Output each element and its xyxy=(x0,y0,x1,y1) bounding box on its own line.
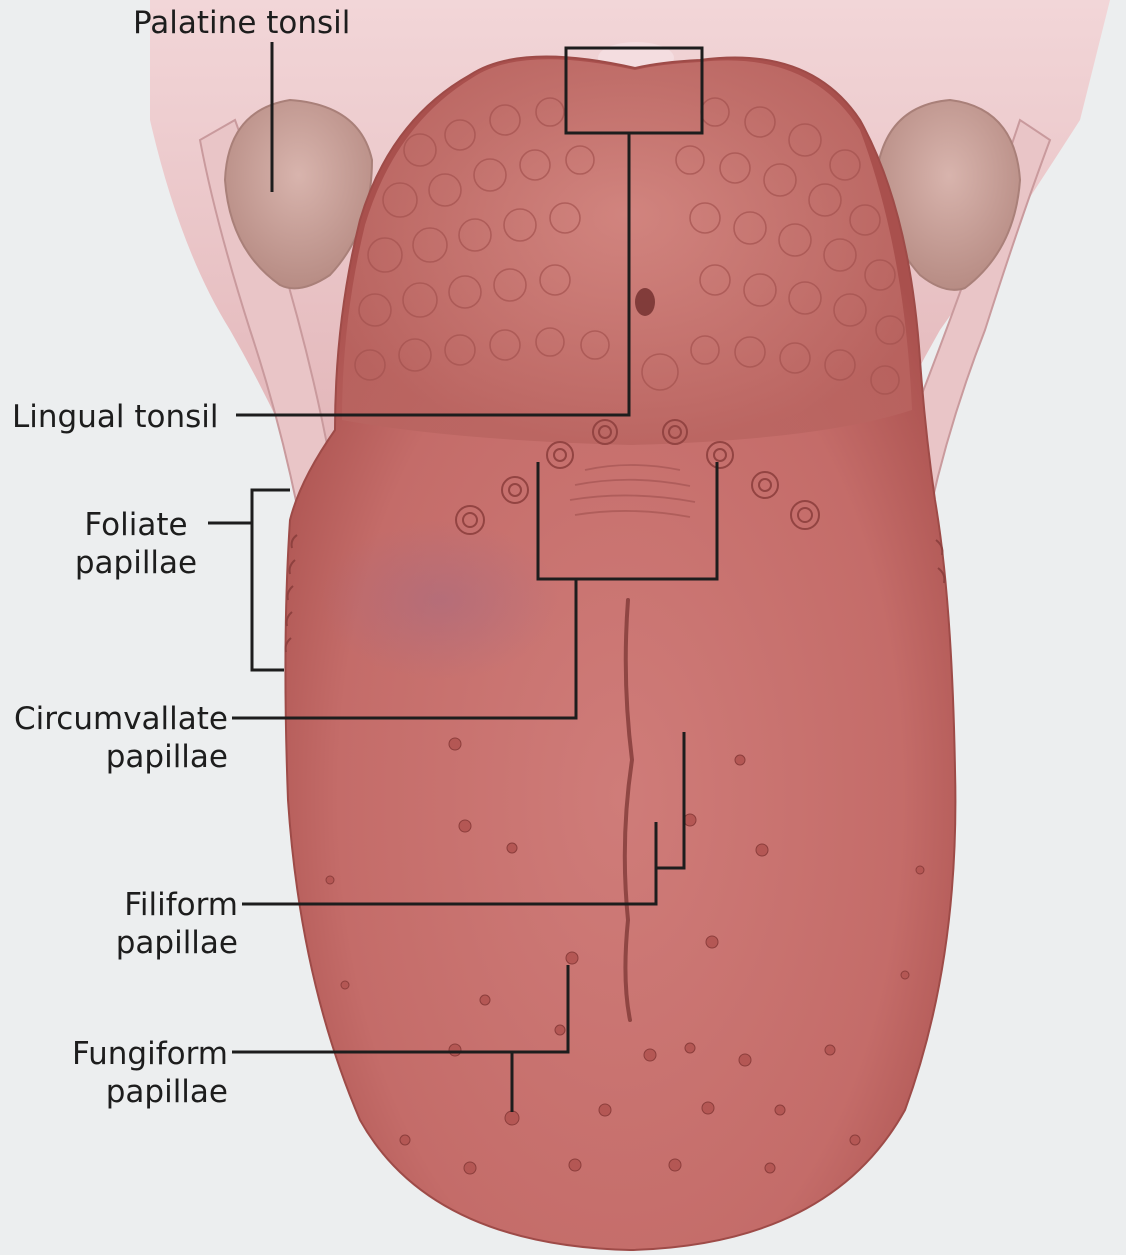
leader-foliate xyxy=(252,490,290,670)
tongue-base xyxy=(342,59,912,445)
label-lingual-tonsil: Lingual tonsil xyxy=(12,398,218,436)
label-filiform-papillae: Filiform papillae xyxy=(100,886,238,962)
label-palatine-tonsil: Palatine tonsil xyxy=(133,4,350,42)
label-circumvallate-papillae: Circumvallate papillae xyxy=(8,700,228,776)
foramen-cecum xyxy=(635,288,655,316)
tongue-shading xyxy=(320,520,560,680)
label-fungiform-papillae: Fungiform papillae xyxy=(60,1035,228,1111)
label-foliate-papillae: Foliate papillae xyxy=(72,506,200,582)
